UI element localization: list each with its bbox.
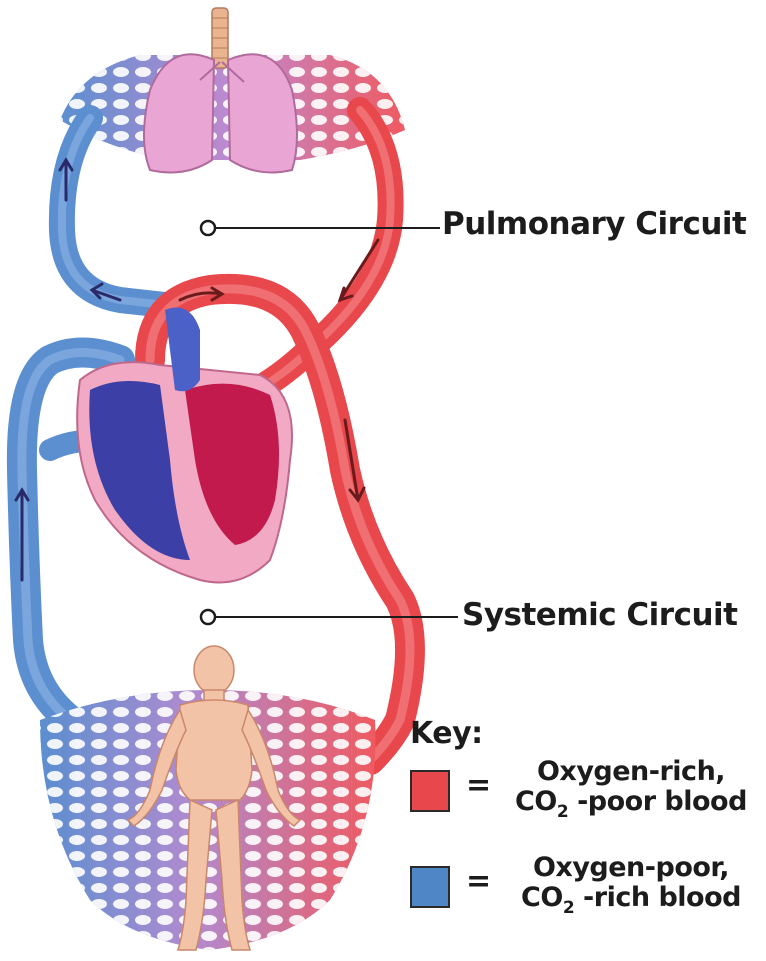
key-title: Key:	[410, 716, 483, 751]
pulmonary-circuit-label: Pulmonary Circuit	[442, 206, 746, 242]
oxygen-poor-line2: -rich blood	[574, 882, 741, 913]
oxygen-rich-label: Oxygen-rich, CO2 -poor blood	[500, 757, 762, 820]
oxygen-poor-line1: Oxygen-poor,	[533, 852, 729, 883]
oxygen-poor-label: Oxygen-poor, CO2 -rich blood	[500, 853, 762, 916]
trachea-icon	[212, 8, 228, 68]
oxygen-poor-co-sub: 2	[563, 898, 574, 918]
oxygen-rich-line1: Oxygen-rich,	[537, 756, 725, 787]
oxygen-poor-swatch	[410, 866, 450, 908]
key-equals: =	[466, 768, 491, 803]
systemic-circuit-label: Systemic Circuit	[462, 597, 737, 633]
oxygen-rich-line2: -poor blood	[568, 786, 747, 817]
oxygen-rich-co-sub: 2	[557, 802, 568, 822]
oxygen-rich-co: CO	[515, 786, 557, 817]
pulmonary-leader	[201, 221, 440, 235]
oxygen-poor-co: CO	[521, 882, 563, 913]
key-equals: =	[466, 864, 491, 899]
oxygen-rich-swatch	[410, 770, 450, 812]
